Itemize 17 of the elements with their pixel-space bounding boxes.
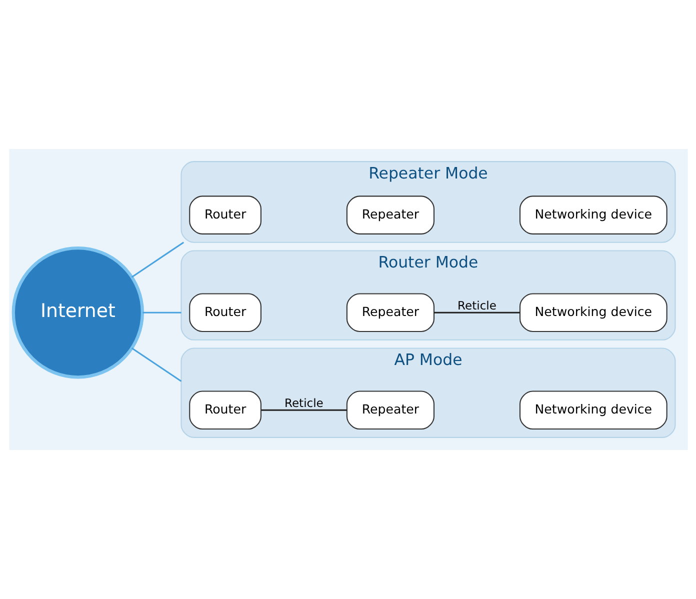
node-box: Networking device xyxy=(518,293,667,332)
node-circle: Internet xyxy=(11,246,144,379)
edge-label: Reticle xyxy=(457,298,496,312)
connector xyxy=(434,312,520,314)
edge-label: Reticle xyxy=(284,396,323,410)
connector xyxy=(130,347,182,382)
connector xyxy=(130,242,184,278)
node-box: Networking device xyxy=(518,390,667,430)
node-box: Router xyxy=(188,390,261,430)
node-box: Repeater xyxy=(346,196,434,234)
node-box: Repeater xyxy=(346,390,434,430)
node-box: Router xyxy=(188,196,261,234)
node-box: Repeater xyxy=(346,293,434,332)
connector xyxy=(260,409,346,411)
connector xyxy=(142,312,181,314)
node-box: Networking device xyxy=(518,196,667,234)
node-box: Router xyxy=(188,293,261,332)
